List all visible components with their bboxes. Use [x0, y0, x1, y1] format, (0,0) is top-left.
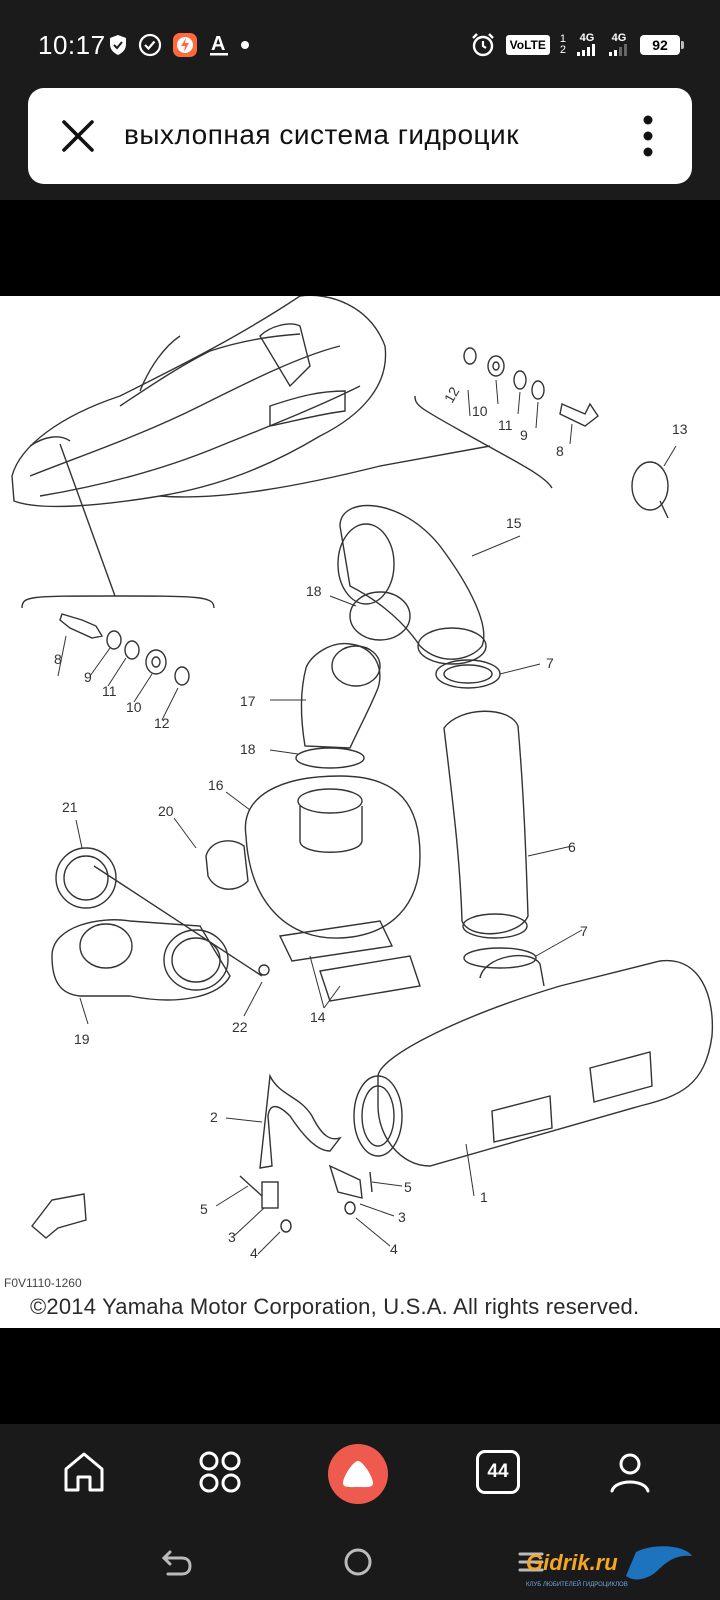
- callout-11b: 11: [102, 683, 117, 699]
- callout-4: 4: [250, 1245, 258, 1261]
- check-circle-icon: [138, 33, 162, 57]
- alice-icon: [343, 1461, 373, 1488]
- volte-badge: VoLTE: [505, 35, 550, 55]
- callout-2: 2: [210, 1109, 218, 1125]
- profile-button[interactable]: [598, 1440, 662, 1504]
- callout-18b: 18: [240, 741, 256, 757]
- callout-19: 19: [74, 1031, 90, 1047]
- callout-22: 22: [232, 1019, 248, 1035]
- callout-20: 20: [158, 803, 174, 819]
- callout-5: 5: [200, 1201, 208, 1217]
- callout-9: 9: [520, 427, 528, 443]
- search-text-fade: [568, 108, 618, 164]
- callout-10b: 10: [126, 699, 142, 715]
- callout-12b: 12: [154, 715, 170, 731]
- exhaust-diagram-image[interactable]: 12 10 11 9 8 13 15 18 7 8 9 11 10 12 17 …: [0, 296, 720, 1328]
- callout-6: 6: [568, 839, 576, 855]
- jet-ski-drawing: [11, 296, 491, 597]
- more-vert-icon[interactable]: [640, 112, 656, 160]
- search-query[interactable]: выхлопная система гидроцик: [124, 119, 519, 150]
- signal-bars-icon: [609, 43, 627, 56]
- callout-10: 10: [472, 403, 488, 419]
- tabs-count: 44: [476, 1450, 520, 1494]
- back-icon[interactable]: [160, 1546, 194, 1578]
- signal-bars-icon: [577, 43, 595, 56]
- copyright-notice: ©2014 Yamaha Motor Corporation, U.S.A. A…: [30, 1294, 640, 1319]
- dot-icon: [241, 41, 249, 49]
- figure-code: F0V1110-1260: [4, 1276, 82, 1290]
- home-button[interactable]: [52, 1440, 116, 1504]
- callout-3b: 3: [398, 1209, 406, 1225]
- close-icon[interactable]: [56, 114, 100, 158]
- profile-icon: [610, 1453, 650, 1493]
- services-button[interactable]: [188, 1440, 252, 1504]
- callout-5b: 5: [404, 1179, 412, 1195]
- callout-18: 18: [306, 583, 322, 599]
- callout-9b: 9: [84, 669, 92, 685]
- callout-4b: 4: [390, 1241, 398, 1257]
- svg-text:КЛУБ ЛЮБИТЕЛЕЙ ГИДРОЦИКЛОВ: КЛУБ ЛЮБИТЕЛЕЙ ГИДРОЦИКЛОВ: [526, 1580, 628, 1588]
- battery-indicator: 92: [640, 35, 684, 55]
- gidrik-watermark: Gidrik.ru КЛУБ ЛЮБИТЕЛЕЙ ГИДРОЦИКЛОВ: [516, 1542, 696, 1592]
- callout-14: 14: [310, 1009, 326, 1025]
- apps-grid-icon: [199, 1451, 241, 1493]
- recents-icon[interactable]: [516, 1548, 546, 1576]
- callout-15: 15: [506, 515, 522, 531]
- flash-app-icon: [173, 33, 197, 57]
- callout-8: 8: [556, 443, 564, 459]
- alarm-icon: [471, 33, 494, 57]
- search-card[interactable]: выхлопная система гидроцик: [28, 88, 692, 184]
- callout-7: 7: [546, 655, 554, 671]
- search-header: выхлопная система гидроцик: [0, 88, 720, 200]
- signal-sim2: 4G: [608, 32, 630, 59]
- callout-8b: 8: [54, 651, 62, 667]
- tabs-button[interactable]: 44: [466, 1440, 530, 1504]
- home-circle-icon[interactable]: [342, 1546, 374, 1578]
- image-viewer-top-padding: [0, 200, 720, 296]
- callout-16: 16: [208, 777, 224, 793]
- callout-13: 13: [672, 421, 688, 437]
- callout-21: 21: [62, 799, 78, 815]
- font-a-icon: A: [210, 33, 228, 56]
- svg-text:Gidrik.ru: Gidrik.ru: [526, 1550, 618, 1575]
- svg-text:A: A: [211, 33, 225, 55]
- alice-assistant-button[interactable]: [328, 1444, 388, 1504]
- callout-12: 12: [441, 384, 463, 406]
- callout-1: 1: [480, 1189, 488, 1205]
- callout-3: 3: [228, 1229, 236, 1245]
- home-icon: [64, 1452, 104, 1492]
- system-navigation: Gidrik.ru КЛУБ ЛЮБИТЕЛЕЙ ГИДРОЦИКЛОВ: [0, 1524, 720, 1600]
- callout-7b: 7: [580, 923, 588, 939]
- bottom-nav: 44: [0, 1424, 720, 1524]
- callout-11: 11: [498, 417, 513, 433]
- notification-icons: A: [108, 30, 250, 60]
- callout-17: 17: [240, 693, 256, 709]
- clock: 10:17: [38, 30, 106, 60]
- shield-icon: [110, 35, 126, 55]
- signal-sim1: 4G: [576, 32, 598, 59]
